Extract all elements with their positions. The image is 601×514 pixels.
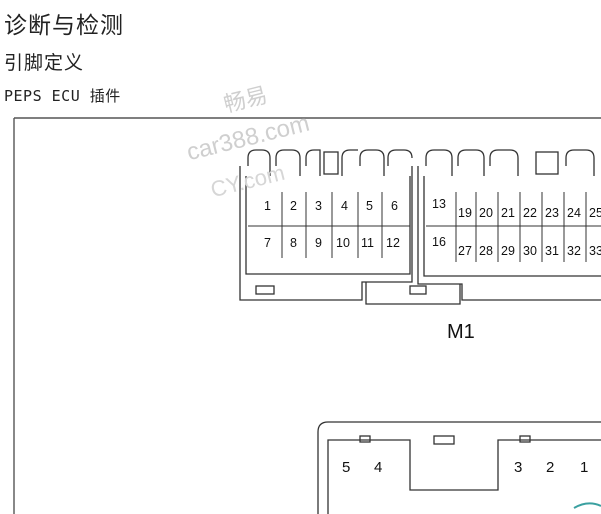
pin-label: 2 bbox=[290, 199, 297, 213]
pin-label: 13 bbox=[432, 197, 446, 211]
pin-label: 22 bbox=[523, 206, 537, 220]
pin-label: 4 bbox=[374, 459, 382, 476]
pin-label: 12 bbox=[386, 236, 400, 250]
pin-label: 24 bbox=[567, 206, 581, 220]
connector-lower bbox=[317, 421, 601, 514]
pin-label: 1 bbox=[264, 199, 271, 213]
pin-label: 1 bbox=[580, 459, 588, 476]
pin-label: 5 bbox=[366, 199, 373, 213]
pin-label: 3 bbox=[514, 459, 522, 476]
pin-label: 10 bbox=[336, 236, 350, 250]
pin-label: 25 bbox=[589, 206, 601, 220]
pin-label: 31 bbox=[545, 244, 559, 258]
pin-label: 8 bbox=[290, 236, 297, 250]
pin-label: 28 bbox=[479, 244, 493, 258]
pin-label: 23 bbox=[545, 206, 559, 220]
pin-label: 3 bbox=[315, 199, 322, 213]
pin-label: 21 bbox=[501, 206, 515, 220]
pin-label: 33 bbox=[589, 244, 601, 258]
pin-label: 20 bbox=[479, 206, 493, 220]
pin-label: 32 bbox=[567, 244, 581, 258]
connector-heading: PEPS ECU 插件 bbox=[4, 87, 121, 105]
pin-label: 29 bbox=[501, 244, 515, 258]
pin-label: 11 bbox=[361, 236, 374, 250]
connector-m1 bbox=[239, 149, 601, 305]
page-title: 诊断与检测 bbox=[4, 13, 124, 39]
section-subtitle: 引脚定义 bbox=[4, 52, 85, 74]
m1-right-pins: 13 19 20 21 22 23 24 25 16 27 28 29 30 3… bbox=[432, 197, 601, 258]
pin-label: 7 bbox=[264, 236, 271, 250]
pin-label: 6 bbox=[391, 199, 398, 213]
m1-left-pins: 1 2 3 4 5 6 7 8 9 10 11 12 bbox=[264, 199, 400, 250]
pin-label: 4 bbox=[341, 199, 348, 213]
pin-label: 16 bbox=[432, 235, 446, 249]
pin-label: 30 bbox=[523, 244, 537, 258]
pin-label: 27 bbox=[458, 244, 472, 258]
pin-label: 9 bbox=[315, 236, 322, 250]
connector-m1-label: M1 bbox=[447, 321, 475, 343]
pin-label: 5 bbox=[342, 459, 350, 476]
pin-label: 19 bbox=[458, 206, 472, 220]
pin-label: 2 bbox=[546, 459, 554, 476]
diagram-frame bbox=[13, 117, 601, 514]
lower-connector-pins: 5 4 3 2 1 bbox=[342, 459, 588, 476]
